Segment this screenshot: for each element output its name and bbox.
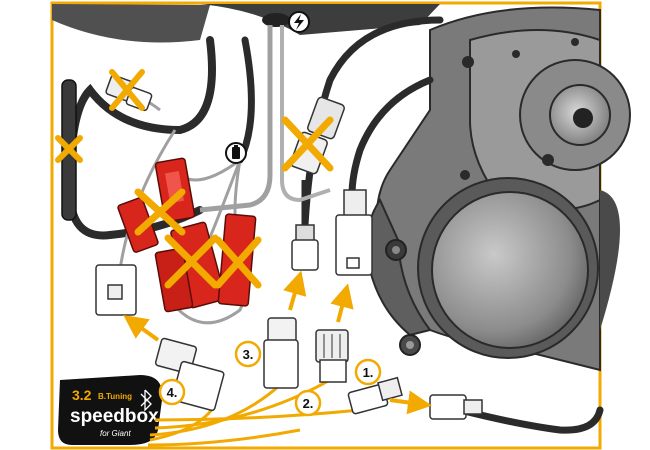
step-1-connector <box>347 376 403 415</box>
black-cable <box>236 36 255 164</box>
step-label-4: 4. <box>158 378 186 406</box>
step-2-connector <box>315 329 349 383</box>
step-number: 4. <box>167 385 178 400</box>
step-label-2: 2. <box>294 389 322 417</box>
frame-tube-dark <box>200 4 440 35</box>
connector-grey-pair <box>290 96 345 175</box>
cross-mark-icon <box>281 116 334 172</box>
motor-cable-connector <box>429 394 483 420</box>
arrow <box>123 270 432 415</box>
cross-mark-icon <box>164 234 219 289</box>
step-4-connector <box>154 337 225 412</box>
cross-mark-icon <box>55 135 83 163</box>
black-cable <box>301 16 444 229</box>
device-version: 3.2 <box>72 387 92 403</box>
device-brand: speedbox <box>70 406 159 427</box>
device-brand-top: B.Tuning <box>98 392 132 401</box>
device-variant: for Giant <box>100 429 131 438</box>
black-cable <box>65 36 216 240</box>
cross-mark-icon <box>109 69 145 111</box>
frame-tube <box>52 4 210 43</box>
cross-mark-icon <box>214 236 262 289</box>
motor <box>365 6 631 372</box>
battery-icon <box>225 142 247 164</box>
speedbox-device: 3.2 B.Tuning speedbox for Giant <box>58 375 163 445</box>
cross-mark-icon <box>134 188 186 236</box>
step-number: 3. <box>243 347 254 362</box>
connector-socket <box>335 189 373 276</box>
step-number: 2. <box>303 396 314 411</box>
step-label-3: 3. <box>234 340 262 368</box>
grey-cable <box>179 158 241 182</box>
black-cable <box>456 406 604 434</box>
bluetooth-icon <box>140 389 152 412</box>
step-number: 1. <box>363 365 374 380</box>
cable-port <box>262 13 290 27</box>
step-3-connector <box>263 317 299 389</box>
black-cable <box>348 76 434 199</box>
grey-cable <box>199 25 273 213</box>
connector-left <box>95 264 137 316</box>
step-label-1: 1. <box>354 358 382 386</box>
connector-plug <box>291 224 319 271</box>
lightning-bolt-icon <box>288 11 310 33</box>
grey-cable <box>280 25 331 203</box>
